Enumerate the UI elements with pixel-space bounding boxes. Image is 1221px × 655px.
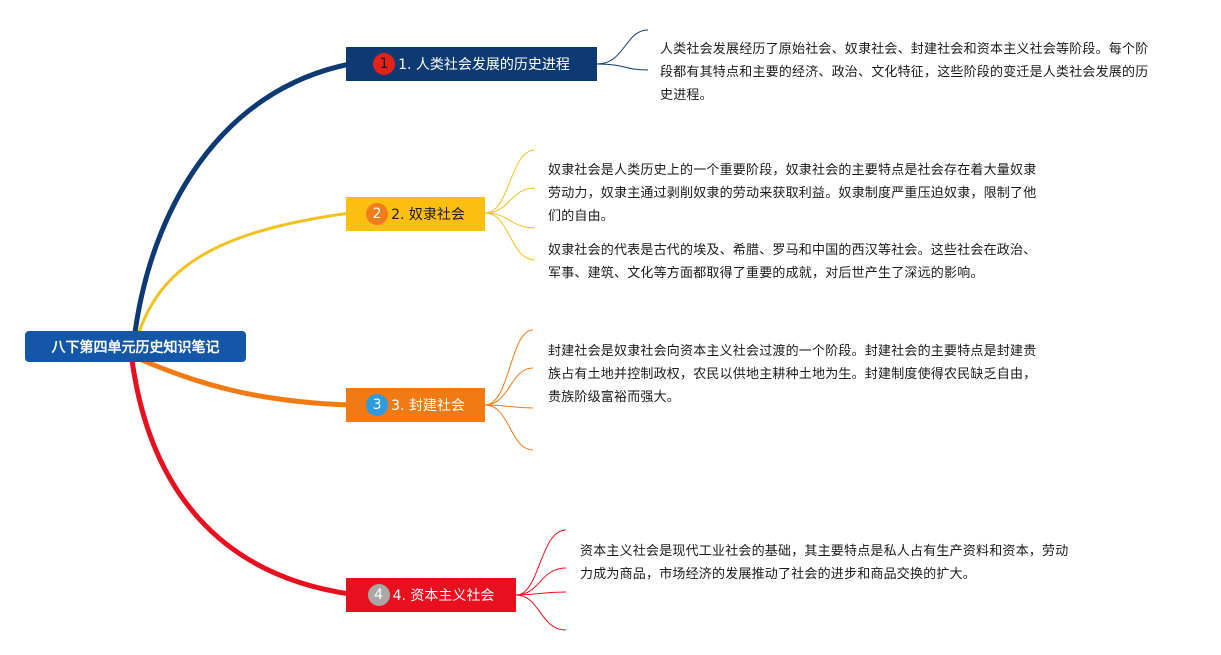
branch-3-connector — [139, 357, 353, 408]
branch-2-note[interactable]: 奴隶社会的代表是古代的埃及、希腊、罗马和中国的西汉等社会。这些社会在政治、军事、… — [548, 243, 1037, 281]
branch-topic-label: 1. 人类社会发展的历史进程 — [398, 57, 570, 73]
branch-4-leaf-line — [515, 594, 567, 631]
branch-topic-4[interactable]: 4 4. 资本主义社会 — [346, 578, 516, 612]
number-3-icon: 3 — [366, 394, 389, 416]
branch-4-leaf-line — [515, 567, 567, 596]
branch-1-leaf-line — [596, 63, 649, 71]
branch-3-note[interactable]: 封建社会是奴隶社会向资本主义社会过渡的一个阶段。封建社会的主要特点是封建贵族占有… — [548, 344, 1037, 405]
branch-4-note[interactable]: 资本主义社会是现代工业社会的基础，其主要特点是私人占有生产资料和资本，劳动力成为… — [580, 544, 1069, 582]
branch-4-leaf-line — [515, 529, 567, 596]
branch-2-connector — [136, 211, 352, 337]
branch-3-leaf-line — [484, 404, 534, 409]
branch-topic-label: 2. 奴隶社会 — [391, 207, 465, 223]
branch-2-note[interactable]: 奴隶社会是人类历史上的一个重要阶段，奴隶社会的主要特点是社会存在着大量奴隶劳动力… — [548, 163, 1037, 224]
branch-1-note[interactable]: 人类社会发展经历了原始社会、奴隶社会、封建社会和资本主义社会等阶段。每个阶段都有… — [660, 42, 1149, 103]
number-1-icon: 1 — [373, 53, 396, 75]
branch-topic-2[interactable]: 2 2. 奴隶社会 — [346, 197, 485, 231]
number-2-icon: 2 — [366, 203, 389, 225]
branch-1-connector — [131, 61, 353, 343]
root-topic-label: 八下第四单元历史知识笔记 — [51, 339, 220, 356]
root-topic[interactable]: 八下第四单元历史知识笔记 — [25, 331, 246, 362]
number-4-icon: 4 — [367, 584, 390, 606]
branch-topic-label: 3. 封建社会 — [391, 398, 465, 414]
branch-2-leaf-line — [484, 149, 536, 214]
branch-4-leaf-line — [515, 591, 567, 596]
branch-3-leaf-line — [484, 404, 534, 451]
branch-topic-1[interactable]: 1 1. 人类社会发展的历史进程 — [346, 47, 597, 81]
branch-3-leaf-line — [484, 329, 534, 406]
branch-1-leaf-line — [596, 29, 649, 65]
branch-2-leaf-line — [484, 212, 536, 229]
branch-3-leaf-line — [484, 367, 534, 406]
branch-2-leaf-line — [484, 187, 536, 214]
branch-topic-3[interactable]: 3 3. 封建社会 — [346, 388, 485, 422]
branch-topic-label: 4. 资本主义社会 — [392, 588, 495, 604]
branch-2-leaf-line — [484, 212, 536, 261]
branch-4-connector — [129, 357, 353, 597]
